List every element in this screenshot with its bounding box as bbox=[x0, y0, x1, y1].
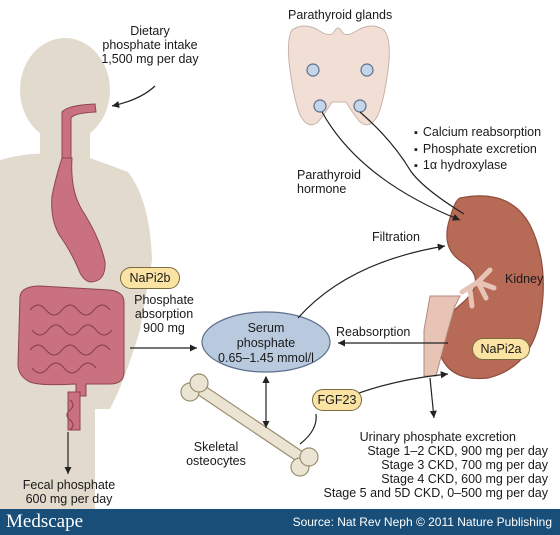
fecal-line-1: Fecal phosphate bbox=[22, 478, 116, 492]
serum-range: 0.65–1.45 mmol/l bbox=[218, 351, 314, 365]
serum-line-1: Serum bbox=[247, 321, 285, 335]
urinary-stage-3: Stage 3 CKD, 700 mg per day bbox=[381, 458, 548, 472]
parathyroid-hormone-label: Parathyroid hormone bbox=[297, 168, 361, 196]
reabsorption-label: Reabsorption bbox=[336, 325, 411, 339]
medscape-logo: Medscape bbox=[6, 511, 84, 532]
effect-phosphate: Phosphate excretion bbox=[414, 142, 541, 159]
urinary-stage-5: Stage 5 and 5D CKD, 0–500 mg per day bbox=[323, 486, 548, 500]
bone-shape bbox=[180, 373, 319, 477]
urinary-stage-4: Stage 4 CKD, 600 mg per day bbox=[381, 472, 548, 486]
serum-phosphate-ellipse bbox=[201, 311, 331, 373]
fecal-line-2: 600 mg per day bbox=[25, 492, 113, 506]
absorption-line-1: Phosphate bbox=[134, 293, 194, 307]
effect-calcium: Calcium reabsorption bbox=[414, 125, 541, 142]
urinary-title: Urinary phosphate excretion bbox=[359, 430, 516, 444]
pth-line-1: Parathyroid bbox=[297, 168, 361, 182]
absorption-line-2: absorption bbox=[134, 307, 194, 321]
phosphate-homeostasis-diagram bbox=[0, 25, 544, 509]
dietary-intake-label: Dietary phosphate intake 1,500 mg per da… bbox=[90, 24, 210, 66]
dietary-line-2: phosphate intake bbox=[102, 38, 198, 52]
intestine-folds bbox=[29, 304, 113, 431]
skeletal-line-1: Skeletal bbox=[193, 440, 239, 454]
serum-line-2: phosphate bbox=[236, 336, 296, 350]
pth-line-2: hormone bbox=[297, 182, 347, 196]
dietary-line-3: 1,500 mg per day bbox=[101, 52, 199, 66]
kidney-shape bbox=[423, 195, 544, 380]
fecal-phosphate-label: Fecal phosphate 600 mg per day bbox=[10, 478, 128, 506]
absorption-line-3: 900 mg bbox=[143, 321, 185, 335]
footer-bar: Medscape Source: Nat Rev Neph © 2011 Nat… bbox=[0, 509, 560, 535]
fgf23-badge: FGF23 bbox=[312, 389, 362, 411]
parathyroid-gland-shape bbox=[287, 25, 390, 126]
source-credit: Source: Nat Rev Neph © 2011 Nature Publi… bbox=[292, 515, 552, 529]
dietary-line-1: Dietary bbox=[130, 24, 170, 38]
napi2b-badge: NaPi2b bbox=[120, 267, 180, 289]
kidney-label: Kidney bbox=[505, 272, 544, 286]
skeletal-line-2: osteocytes bbox=[186, 454, 246, 468]
urinary-excretion-label: Urinary phosphate excretion Stage 1–2 CK… bbox=[300, 430, 548, 500]
intestines bbox=[17, 285, 125, 431]
parathyroid-effects-list: Calcium reabsorption Phosphate excretion… bbox=[414, 125, 541, 175]
effect-hydroxylase: 1α hydroxylase bbox=[414, 158, 541, 175]
urinary-stage-1-2: Stage 1–2 CKD, 900 mg per day bbox=[367, 444, 548, 458]
filtration-label: Filtration bbox=[372, 230, 420, 244]
esophagus-and-stomach bbox=[51, 103, 106, 283]
serum-phosphate-label: Serum phosphate 0.65–1.45 mmol/l bbox=[202, 321, 330, 366]
parathyroid-glands-label: Parathyroid glands bbox=[288, 8, 393, 22]
absorption-label: Phosphate absorption 900 mg bbox=[124, 293, 204, 335]
skeletal-osteocytes-label: Skeletal osteocytes bbox=[176, 440, 256, 468]
napi2a-badge: NaPi2a bbox=[472, 338, 530, 360]
